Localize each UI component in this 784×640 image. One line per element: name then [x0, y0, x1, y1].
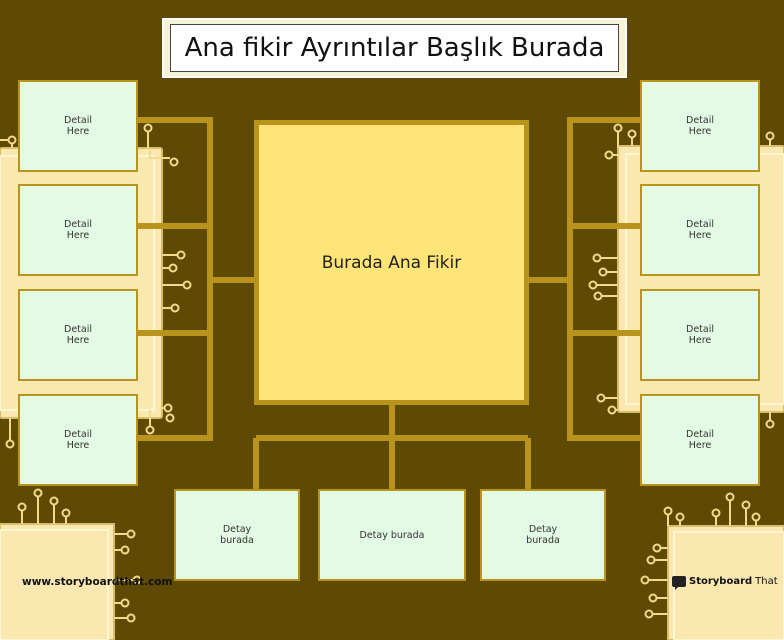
- right-detail-box-3[interactable]: Detail Here: [640, 289, 760, 381]
- left-detail-box-3[interactable]: Detail Here: [18, 289, 138, 381]
- detail-text: Detail Here: [64, 324, 92, 346]
- logo-text-bold: Storyboard: [689, 576, 753, 587]
- detail-text: Detail Here: [64, 219, 92, 241]
- logo-text-rest: That: [755, 576, 778, 587]
- main-idea-box[interactable]: Burada Ana Fikir: [254, 120, 529, 405]
- detail-text: Detail Here: [686, 115, 714, 137]
- detail-text: Detay burada: [526, 524, 560, 546]
- detail-text: Detay burada: [220, 524, 254, 546]
- left-detail-box-2[interactable]: Detail Here: [18, 184, 138, 276]
- bottom-detail-box-3[interactable]: Detay burada: [480, 489, 606, 581]
- detail-text: Detail Here: [686, 324, 714, 346]
- right-detail-box-4[interactable]: Detail Here: [640, 394, 760, 486]
- detail-text: Detay burada: [359, 529, 425, 541]
- bottom-detail-box-1[interactable]: Detay burada: [174, 489, 300, 581]
- bottom-detail-box-2[interactable]: Detay burada: [318, 489, 466, 581]
- bottom-right-panel: [667, 525, 784, 640]
- main-idea-text: Burada Ana Fikir: [321, 252, 462, 273]
- bottom-left-panel: [0, 523, 115, 640]
- right-detail-box-2[interactable]: Detail Here: [640, 184, 760, 276]
- right-detail-box-1[interactable]: Detail Here: [640, 80, 760, 172]
- detail-text: Detail Here: [64, 429, 92, 451]
- detail-text: Detail Here: [64, 115, 92, 137]
- diagram-title: Ana fikir Ayrıntılar Başlık Burada: [184, 33, 605, 63]
- left-detail-box-4[interactable]: Detail Here: [18, 394, 138, 486]
- speech-bubble-icon: [672, 576, 686, 590]
- detail-text: Detail Here: [686, 429, 714, 451]
- left-detail-box-1[interactable]: Detail Here: [18, 80, 138, 172]
- website-credit: www.storyboardthat.com: [22, 576, 173, 588]
- title-frame: Ana fikir Ayrıntılar Başlık Burada: [162, 18, 627, 78]
- detail-text: Detail Here: [686, 219, 714, 241]
- title-box[interactable]: Ana fikir Ayrıntılar Başlık Burada: [170, 24, 619, 72]
